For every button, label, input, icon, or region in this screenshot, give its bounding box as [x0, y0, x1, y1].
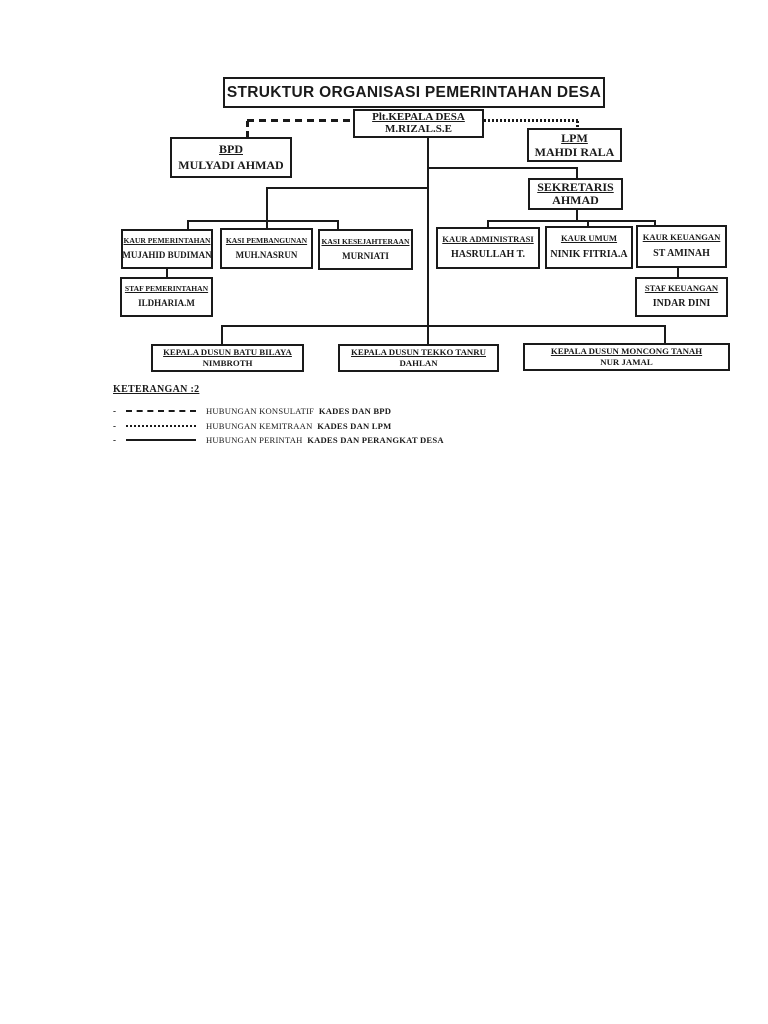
node-role: KAUR PEMERINTAHAN	[123, 236, 211, 246]
legend-parties: KADES DAN BPD	[318, 406, 392, 417]
node-person: AHMAD	[552, 193, 599, 208]
node-person: NIMBROTH	[202, 357, 253, 368]
node-person: MULYADI AHMAD	[178, 158, 284, 173]
node-person: NINIK FITRIA.A	[550, 248, 628, 260]
legend-label: HUBUNGAN KONSULATIF	[206, 406, 317, 417]
legend-parties: KADES DAN LPM	[317, 420, 392, 431]
node-kaur-keuangan: KAUR KEUANGAN ST AMINAH	[636, 225, 727, 268]
node-sekretaris: SEKRETARIS AHMAD	[528, 178, 623, 210]
legend-heading: KETERANGAN :2	[113, 384, 200, 395]
solid-line-sample	[126, 439, 196, 442]
node-role: LPM	[561, 130, 588, 145]
connector-drop-keuangan	[654, 220, 656, 226]
node-role: KAUR ADMINISTRASI	[442, 234, 534, 245]
connector-staf-pemerintahan	[166, 269, 168, 277]
node-kaur-administrasi: KAUR ADMINISTRASI HASRULLAH T.	[436, 227, 540, 269]
node-role: Plt.KEPALA DESA	[372, 110, 465, 123]
node-kaur-pemerintahan: KAUR PEMERINTAHAN MUJAHID BUDIMAN	[121, 229, 213, 269]
node-role: BPD	[219, 141, 243, 156]
node-role: SEKRETARIS	[537, 179, 614, 194]
node-person: ST AMINAH	[653, 247, 710, 259]
node-role: KAUR UMUM	[560, 233, 618, 244]
node-role: STAF KEUANGAN	[644, 283, 719, 294]
node-role: KEPALA DUSUN TEKKO TANRU	[351, 346, 486, 357]
node-kepala-dusun-batu-bilaya: KEPALA DUSUN BATU BILAYA NIMBROTH	[151, 344, 304, 372]
node-role: KAUR KEUANGAN	[642, 232, 721, 243]
node-person: MUJAHID BUDIMAN	[122, 250, 212, 261]
node-kasi-kesejahteraan: KASI KESEJAHTERAAN MURNIATI	[318, 229, 413, 270]
connector-sekretaris-drop	[576, 167, 578, 178]
chart-title: STRUKTUR ORGANISASI PEMERINTAHAN DESA	[223, 77, 605, 108]
legend-label: HUBUNGAN PERINTAH	[206, 435, 305, 446]
legend-parties: KADES DAN PERANGKAT DESA	[307, 435, 444, 446]
node-person: M.RIZAL.S.E	[385, 122, 452, 135]
connector-dusun-h	[221, 325, 666, 327]
legend-item-konsultatif: - HUBUNGAN KONSULATIF KADES DAN BPD	[113, 404, 444, 419]
node-staf-keuangan: STAF KEUANGAN INDAR DINI	[635, 277, 728, 317]
node-role: KEPALA DUSUN MONCONG TANAH	[550, 345, 703, 356]
node-lpm: LPM MAHDI RALA	[527, 128, 622, 162]
node-bpd: BPD MULYADI AHMAD	[170, 137, 292, 178]
connector-left-branch-v	[266, 187, 268, 220]
legend-item-perintah: - HUBUNGAN PERINTAH KADES DAN PERANGKAT …	[113, 433, 444, 448]
connector-drop-pemerintahan	[187, 220, 189, 230]
node-person: NUR JAMAL	[600, 356, 653, 367]
node-role: KASI KESEJAHTERAAN	[321, 236, 410, 246]
connector-sekretaris-stem	[576, 210, 578, 220]
legend-bullet: -	[113, 420, 116, 431]
node-role: KEPALA DUSUN BATU BILAYA	[163, 346, 292, 357]
node-person: HASRULLAH T.	[450, 249, 526, 261]
connector-drop-pembangunan	[266, 220, 268, 229]
connector-drop-dusun3	[664, 325, 666, 344]
node-kepala-dusun-moncong-tanah: KEPALA DUSUN MONCONG TANAH NUR JAMAL	[523, 343, 730, 371]
legend-bullet: -	[113, 406, 116, 417]
connector-lpm-dotted-v	[576, 121, 579, 129]
node-person: MURNIATI	[342, 251, 389, 262]
node-person: DAHLAN	[399, 357, 438, 368]
connector-left-row-h	[187, 220, 339, 222]
connector-main-stem	[427, 137, 429, 346]
connector-lpm-dotted-h	[484, 119, 579, 122]
connector-left-branch-h	[267, 187, 429, 189]
node-kepala-dusun-tekko-tanru: KEPALA DUSUN TEKKO TANRU DAHLAN	[338, 344, 499, 372]
node-role: STAF PEMERINTAHAN	[124, 284, 209, 294]
dashed-line-sample	[126, 410, 196, 413]
dotted-line-sample	[126, 424, 196, 427]
connector-drop-administrasi	[487, 220, 489, 228]
node-staf-pemerintahan: STAF PEMERINTAHAN ILDHARIA.M	[120, 277, 213, 317]
connector-right-row-h	[487, 220, 656, 222]
node-kasi-pembangunan: KASI PEMBANGUNAN MUH.NASRUN	[220, 228, 313, 269]
connector-sekretaris-h	[427, 167, 578, 169]
legend: KETERANGAN :2 - HUBUNGAN KONSULATIF KADE…	[113, 384, 444, 448]
node-person: INDAR DINI	[652, 297, 711, 309]
connector-drop-umum	[587, 220, 589, 227]
legend-item-kemitraan: - HUBUNGAN KEMITRAAN KADES DAN LPM	[113, 419, 444, 434]
connector-staf-keuangan	[677, 268, 679, 277]
connector-bpd-dashed-h	[247, 119, 353, 122]
node-kaur-umum: KAUR UMUM NINIK FITRIA.A	[545, 226, 633, 269]
connector-drop-dusun1	[221, 325, 223, 345]
legend-label: HUBUNGAN KEMITRAAN	[206, 420, 315, 431]
legend-bullet: -	[113, 435, 116, 446]
connector-bpd-dashed-v	[246, 121, 249, 138]
node-person: MUH.NASRUN	[235, 250, 298, 261]
node-person: MAHDI RALA	[534, 144, 615, 159]
node-person: ILDHARIA.M	[138, 298, 195, 309]
node-role: KASI PEMBANGUNAN	[225, 235, 308, 245]
node-kepala-desa: Plt.KEPALA DESA M.RIZAL.S.E	[353, 109, 484, 138]
connector-drop-kesejahteraan	[337, 220, 339, 230]
